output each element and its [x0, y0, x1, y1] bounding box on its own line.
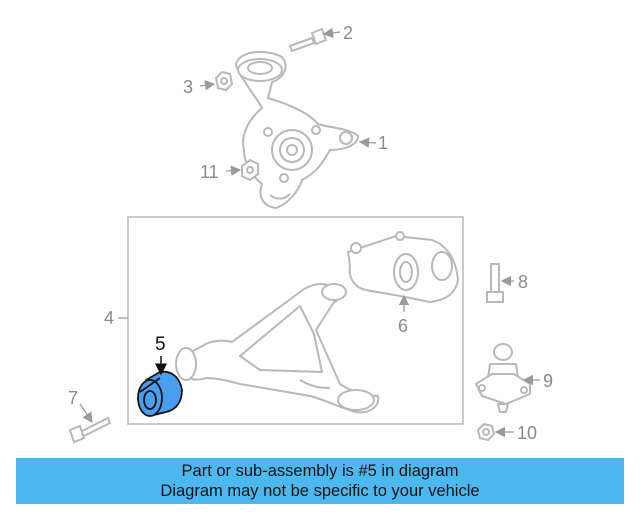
callout-5[interactable]: 5 [155, 334, 166, 355]
bolt-8 [486, 263, 504, 303]
bolt-7 [68, 416, 112, 444]
callout-3[interactable]: 3 [183, 77, 193, 97]
bolt-2 [288, 27, 328, 53]
lower-control-arm [175, 283, 380, 414]
callout-10[interactable]: 10 [517, 423, 537, 443]
banner-line-1: Part or sub-assembly is #5 in diagram [181, 462, 459, 480]
info-banner: Part or sub-assembly is #5 in diagram Di… [16, 458, 624, 504]
callout-7[interactable]: 7 [68, 388, 78, 408]
callout-6[interactable]: 6 [398, 316, 408, 336]
parts-diagram: 1 2 3 11 4 5 6 7 8 9 10 [68, 23, 553, 444]
callout-9[interactable]: 9 [543, 371, 553, 391]
callout-2[interactable]: 2 [343, 23, 353, 43]
nut-10 [476, 422, 496, 442]
leader-lines [79, 27, 540, 438]
banner-line-2: Diagram may not be specific to your vehi… [160, 482, 480, 500]
front-bushing-highlight [137, 370, 183, 417]
callout-8[interactable]: 8 [518, 272, 528, 292]
nut-11 [241, 158, 259, 182]
rear-bushing-bracket [347, 231, 459, 303]
ball-joint [475, 343, 531, 413]
callout-1[interactable]: 1 [378, 133, 388, 153]
assembly-box [127, 216, 464, 425]
steering-knuckle [235, 50, 359, 209]
callout-11[interactable]: 11 [200, 162, 219, 182]
nut-3 [214, 70, 234, 92]
callout-4[interactable]: 4 [104, 308, 114, 328]
